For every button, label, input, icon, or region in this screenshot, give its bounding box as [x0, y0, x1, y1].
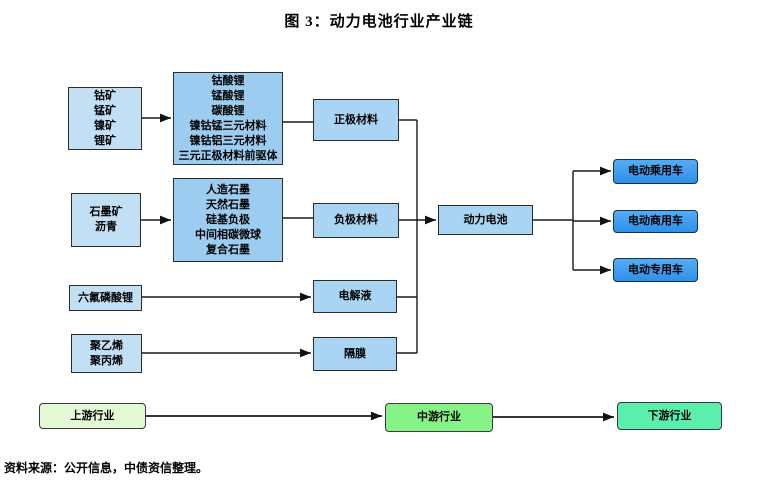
- node-battery: 动力电池: [438, 205, 533, 235]
- node-cathode-precursors-line: 镍钴锰三元材料: [189, 119, 267, 132]
- node-graphite-raw-line: 石墨矿: [89, 206, 123, 218]
- node-cathode-precursors-line: 钴酸锂: [211, 74, 245, 87]
- node-cathode: 正极材料: [313, 99, 399, 141]
- node-ores-line: 镍矿: [94, 119, 116, 132]
- node-cathode-precursors: 钴酸锂 锰酸锂 碳酸锂 镍钴锰三元材料 镍钴铝三元材料 三元正极材料前驱体: [173, 72, 283, 165]
- source-note: 资料来源：公开信息，中债资信整理。: [4, 461, 209, 475]
- node-ores-line: 锰矿: [94, 104, 116, 117]
- node-ores-line: 钴矿: [94, 89, 116, 102]
- node-ev-commercial: 电动商用车: [613, 210, 698, 233]
- node-ores: 钴矿 锰矿 镍矿 锂矿: [68, 87, 142, 150]
- node-anode-materials-line: 复合石墨: [206, 243, 250, 256]
- node-cathode-precursors-line: 镍钴铝三元材料: [189, 134, 267, 147]
- node-ores-line: 锂矿: [94, 134, 116, 147]
- node-downstream: 下游行业: [617, 402, 722, 430]
- node-ev-special: 电动专用车: [613, 258, 698, 282]
- node-anode-materials-line: 中间相碳微球: [195, 228, 261, 241]
- node-cathode-precursors-line: 三元正极材料前驱体: [178, 149, 278, 162]
- node-polymers-line: 聚丙烯: [90, 354, 123, 367]
- node-polymers: 聚乙烯 聚丙烯: [71, 334, 142, 373]
- node-cathode-precursors-line: 锰酸锂: [211, 89, 245, 102]
- node-anode-materials: 人造石墨 天然石墨 硅基负极 中间相碳微球 复合石墨: [173, 178, 283, 262]
- node-anode: 负极材料: [313, 203, 399, 238]
- node-polymers-line: 聚乙烯: [90, 339, 123, 352]
- node-midstream: 中游行业: [385, 403, 493, 432]
- node-upstream: 上游行业: [39, 403, 146, 429]
- node-graphite-raw-line: 沥青: [95, 221, 117, 233]
- node-graphite-raw: 石墨矿 沥青: [71, 193, 141, 247]
- node-anode-materials-line: 人造石墨: [206, 183, 250, 196]
- node-anode-materials-line: 硅基负极: [206, 213, 250, 226]
- node-lipf6: 六氟磷酸锂: [69, 285, 142, 311]
- node-separator: 隔膜: [313, 337, 397, 371]
- node-cathode-precursors-line: 碳酸锂: [211, 104, 245, 117]
- figure-title: 图 3：动力电池行业产业链: [284, 14, 474, 30]
- node-electrolyte: 电解液: [313, 280, 397, 313]
- node-ev-passenger: 电动乘用车: [613, 159, 698, 184]
- node-anode-materials-line: 天然石墨: [206, 198, 250, 211]
